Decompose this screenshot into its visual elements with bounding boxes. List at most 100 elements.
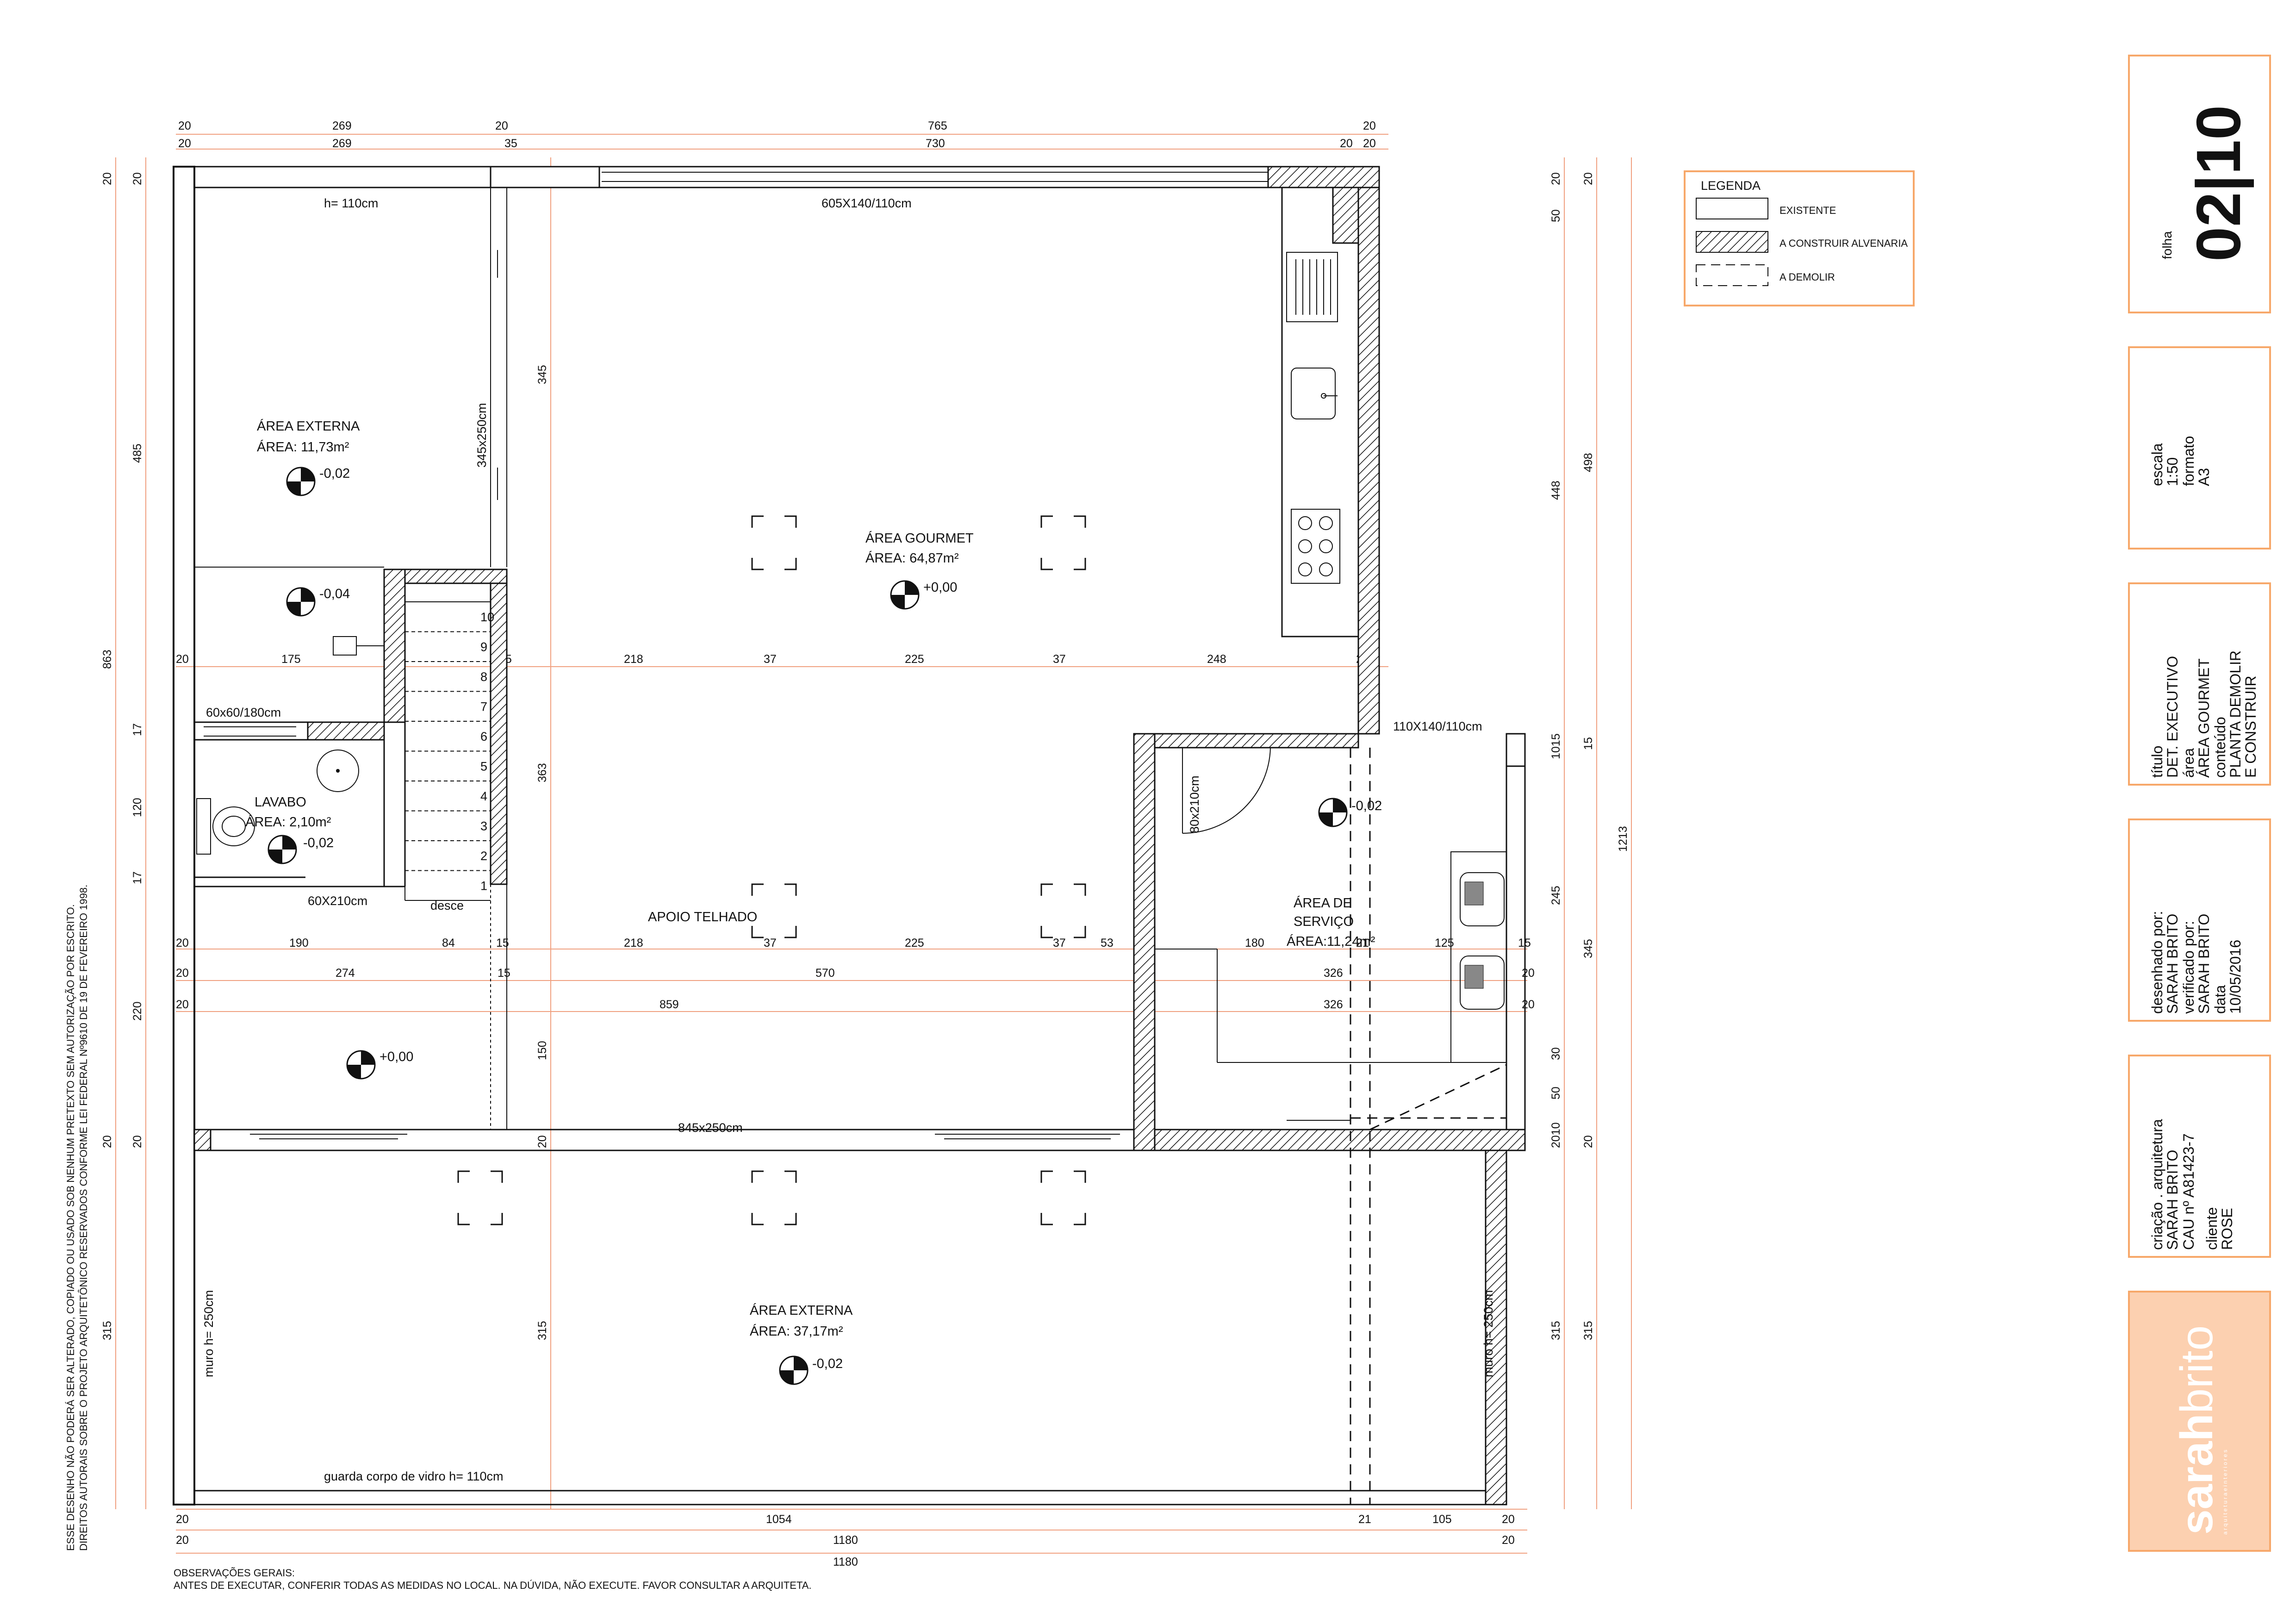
dim-bot1-1: 1054	[766, 1513, 792, 1526]
stair-step-number: 6	[480, 730, 487, 743]
label-window-60: 60x60/180cm	[206, 706, 281, 719]
copyright-line-1: ESSE DESENHO NÃO PODERÁ SER ALTERADO, CO…	[65, 904, 76, 1551]
dim-vi-5: 315	[536, 1321, 549, 1340]
dim-r859-0: 20	[176, 998, 189, 1011]
dim-left2-1: 17	[131, 723, 144, 736]
level-stair-landing: -0,04	[319, 587, 350, 601]
dim-top-2b: 269	[332, 137, 352, 150]
verificado-label: verificado por:	[2180, 921, 2197, 1014]
dim-r1-1: 50	[1549, 209, 1562, 222]
dim-top-2a: 20	[178, 137, 191, 150]
dim-left1-0: 20	[131, 172, 144, 185]
dim-r190-6: 37	[764, 937, 777, 949]
dim-top-1e: 20	[1363, 119, 1376, 132]
dim-left-outer: 20	[101, 172, 114, 185]
dim-r190-9: 53	[1101, 937, 1114, 949]
label-muro-left: muro h= 250cm	[202, 1290, 216, 1377]
dim-bot1-3: 105	[1432, 1513, 1452, 1526]
label-desce: desce	[430, 899, 464, 912]
dim-left1-2: 863	[101, 650, 114, 669]
legend-title: LEGENDA	[1701, 179, 1761, 193]
dim-top-2e: 20	[1340, 137, 1353, 150]
cliente-value: ROSE	[2219, 1208, 2235, 1250]
dim-r859-1: 859	[660, 998, 679, 1011]
label-window-110: 110X140/110cm	[1393, 719, 1482, 733]
verificado-value: SARAH BRITO	[2196, 914, 2212, 1014]
dimension-lines	[115, 134, 1632, 1554]
dim-r1-7: 2010	[1549, 1122, 1562, 1148]
dim-left2-2: 120	[131, 798, 144, 817]
room-labels: ÁREA EXTERNA ÁREA: 11,73m² ÁREA GOURMET …	[245, 418, 1375, 1339]
dim-r1-5: 30	[1549, 1047, 1562, 1060]
legend-existente: EXISTENTE	[1780, 205, 1836, 216]
kitchen-counter	[1281, 187, 1359, 637]
dim-r190-1: 190	[289, 937, 309, 949]
logo-light: brito	[2171, 1325, 2222, 1414]
level-area-externa-top: -0,02	[319, 466, 350, 481]
dim-r175-0: 20	[176, 653, 189, 666]
folha-value: 02|10	[2184, 105, 2254, 262]
dim-vi-3: 150	[536, 1041, 549, 1060]
dim-left2-6: 315	[101, 1321, 114, 1340]
dim-left2-3: 17	[131, 871, 144, 884]
dimensions-right: 20 50 448 1015 245 30 50 2010 315 20 498…	[1549, 172, 1630, 1340]
dim-r274-1: 274	[336, 967, 355, 980]
dim-r1-6: 50	[1549, 1087, 1562, 1099]
label-guarda-corpo: guarda corpo de vidro h= 110cm	[324, 1469, 504, 1483]
svg-text:sarahbrito: sarahbrito	[2171, 1325, 2222, 1535]
dim-r190-8: 37	[1053, 937, 1066, 949]
dim-r2-2: 15	[1582, 737, 1595, 750]
level-marker-icon	[1318, 798, 1348, 827]
dim-r2-3: 345	[1582, 939, 1595, 958]
copyright-line-2: DIREITOS AUTORAIS SOBRE O PROJETO ARQUIT…	[78, 885, 89, 1551]
room-area-externa-bottom-area: ÁREA: 37,17m²	[750, 1324, 843, 1339]
cliente-label: cliente	[2203, 1207, 2220, 1250]
copyright-note: ESSE DESENHO NÃO PODERÁ SER ALTERADO, CO…	[65, 885, 89, 1551]
dim-bot2-0: 20	[176, 1534, 189, 1547]
label-door-345: 345x250cm	[475, 403, 489, 468]
escala-value: 1:50	[2164, 457, 2181, 486]
titulo-label: título	[2149, 746, 2165, 778]
dim-r175-5: 37	[764, 653, 777, 666]
dim-bot1-2: 21	[1358, 1513, 1371, 1526]
dim-top-1d: 765	[928, 119, 947, 132]
criacao-name: SARAH BRITO	[2164, 1150, 2181, 1250]
obs-text: ANTES DE EXECUTAR, CONFERIR TODAS AS MED…	[174, 1580, 812, 1591]
room-area-gourmet-area: ÁREA: 64,87m²	[865, 550, 959, 566]
level-marker-icon	[286, 467, 316, 496]
dim-left2-0: 20	[101, 1135, 114, 1148]
formato-value: A3	[2196, 468, 2212, 486]
dim-r190-11: 180	[1245, 937, 1264, 949]
level-area-servico: -0,02	[1351, 799, 1382, 813]
room-lavabo-name: LAVABO	[255, 795, 306, 810]
label-window-top: 605X140/110cm	[821, 196, 912, 210]
dim-r274-5: 326	[1324, 967, 1343, 980]
formato-label: formato	[2180, 436, 2197, 486]
dim-vi-4: 20	[536, 1135, 549, 1148]
stair-step-number: 2	[480, 849, 487, 863]
conteudo-line-2: E CONSTRUIR	[2242, 676, 2259, 778]
area-value: ÁREA GOURMET	[2196, 658, 2212, 778]
dim-r1-4: 245	[1549, 886, 1562, 905]
service-sinks	[1450, 851, 1507, 1063]
dim-r1-2: 448	[1549, 481, 1562, 500]
label-door-60: 60X210cm	[308, 894, 367, 908]
dimensions-inner-vertical: 20 345 363 150 20 315	[536, 172, 549, 1340]
room-servico-area: ÁREA:11,24m²	[1287, 934, 1375, 949]
walls	[173, 166, 1526, 1505]
stair-step-number: 7	[480, 700, 487, 713]
legend: LEGENDA EXISTENTE A CONSTRUIR ALVENARIA …	[1684, 170, 1915, 306]
level-lavabo: -0,02	[303, 836, 334, 850]
room-apoio-telhado: APOIO TELHADO	[648, 910, 757, 924]
dim-r190-0: 20	[176, 937, 189, 949]
dim-r190-5: 218	[624, 937, 643, 949]
dimensions-row-859: 20 859 15 326 20	[176, 998, 1535, 1011]
stair-step-number: 5	[480, 759, 487, 773]
label-muro-right: muro h= 250cm	[1481, 1290, 1495, 1377]
dim-r190-2: 84	[442, 937, 455, 949]
opening-labels: h= 110cm 605X140/110cm 345x250cm 60x60/1…	[202, 196, 1495, 1483]
label-h110: h= 110cm	[324, 196, 378, 210]
dim-r1-3: 1015	[1549, 733, 1562, 759]
dim-r175-6: 225	[905, 653, 924, 666]
